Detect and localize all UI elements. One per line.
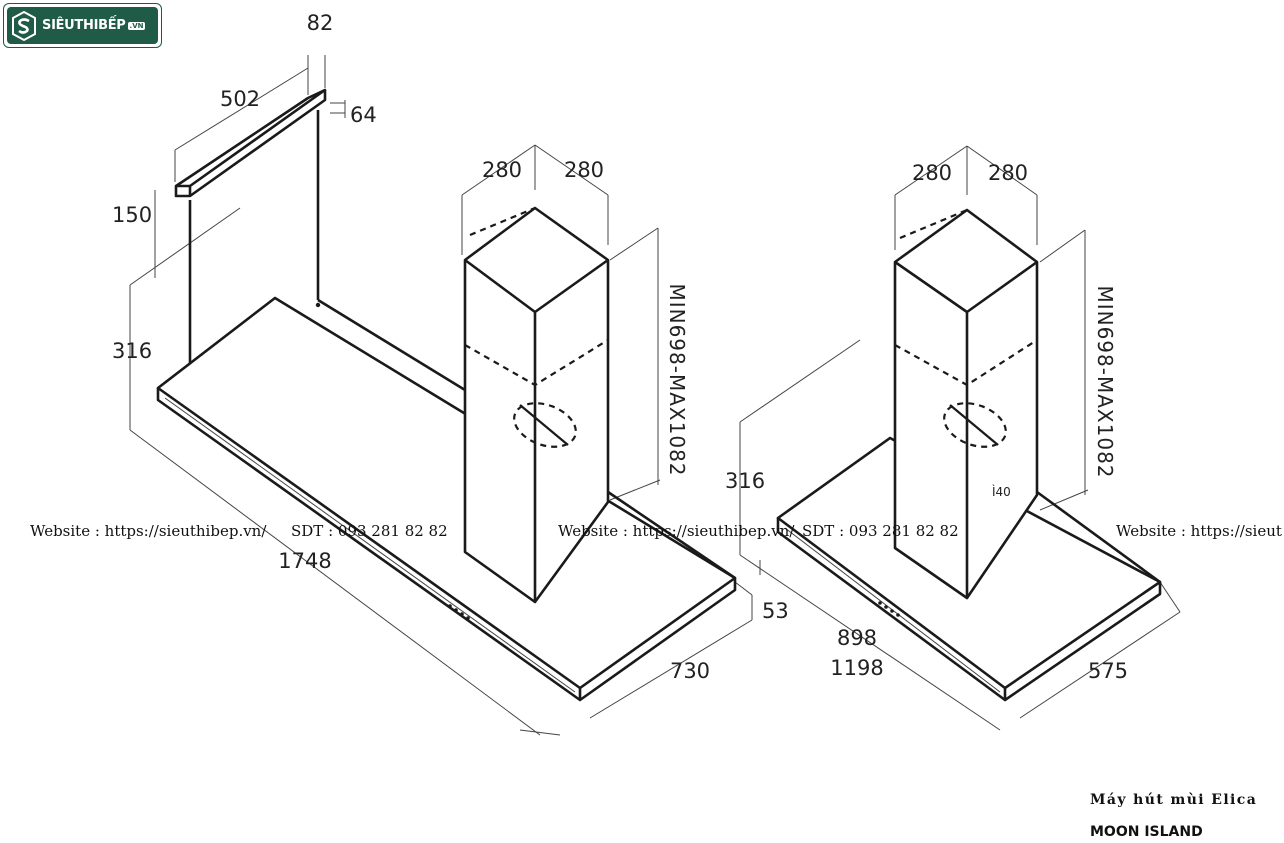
watermark-website-3: Website : https://sieut bbox=[1116, 522, 1282, 540]
dim-width-inner-right: 898 bbox=[837, 626, 877, 650]
brand-suffix: .VN bbox=[127, 21, 146, 30]
watermark: Website : https://sieuthibep.vn/ SDT : 0… bbox=[30, 522, 1282, 540]
dim-chimney-width-a-right: 280 bbox=[912, 161, 952, 185]
dim-chimney-width-b-right: 280 bbox=[988, 161, 1028, 185]
dim-rail-depth: 82 bbox=[307, 11, 334, 35]
left-hood-drawing: 82 502 64 150 316 280 280 MIN698-MAX1082… bbox=[112, 11, 789, 736]
watermark-phone-2: SDT : 093 281 82 82 bbox=[802, 522, 959, 540]
brand-logo: SIÊUTHIBẾP .VN bbox=[3, 3, 162, 48]
right-hood-drawing: 280 280 MIN698-MAX1082 316 Ì40 898 1198 … bbox=[725, 145, 1181, 731]
watermark-website-2: Website : https://sieuthibep.vn/ bbox=[558, 522, 795, 540]
dim-rail-height: 64 bbox=[350, 103, 377, 127]
dim-chimney-width-a: 280 bbox=[482, 158, 522, 182]
product-caption-line1: Máy hút mùi Elica bbox=[1090, 792, 1258, 808]
brand-logo-panel: SIÊUTHIBẾP .VN bbox=[7, 7, 158, 44]
product-caption-line2: MOON ISLAND bbox=[1090, 824, 1203, 840]
watermark-website-1: Website : https://sieuthibep.vn/ bbox=[30, 522, 267, 540]
dim-chimney-height-right: MIN698-MAX1082 bbox=[1093, 285, 1117, 478]
dim-width-right: 1198 bbox=[830, 656, 883, 680]
s-logo-icon bbox=[12, 10, 36, 41]
dim-width: 1748 bbox=[278, 549, 331, 573]
brand-name: SIÊUTHIBẾP bbox=[42, 18, 126, 33]
dim-body-height-right: 316 bbox=[725, 469, 765, 493]
dim-chimney-height: MIN698-MAX1082 bbox=[665, 283, 689, 476]
dim-rail-drop: 150 bbox=[112, 203, 152, 227]
dim-body-height: 316 bbox=[112, 339, 152, 363]
dim-depth-right: 575 bbox=[1088, 659, 1128, 683]
dim-thickness: 53 bbox=[762, 599, 789, 623]
dim-chimney-width-b: 280 bbox=[564, 158, 604, 182]
dim-depth: 730 bbox=[670, 659, 710, 683]
watermark-phone-1: SDT : 093 281 82 82 bbox=[291, 522, 448, 540]
dim-rail-length: 502 bbox=[220, 87, 260, 111]
dim-outlet: Ì40 bbox=[992, 484, 1011, 499]
